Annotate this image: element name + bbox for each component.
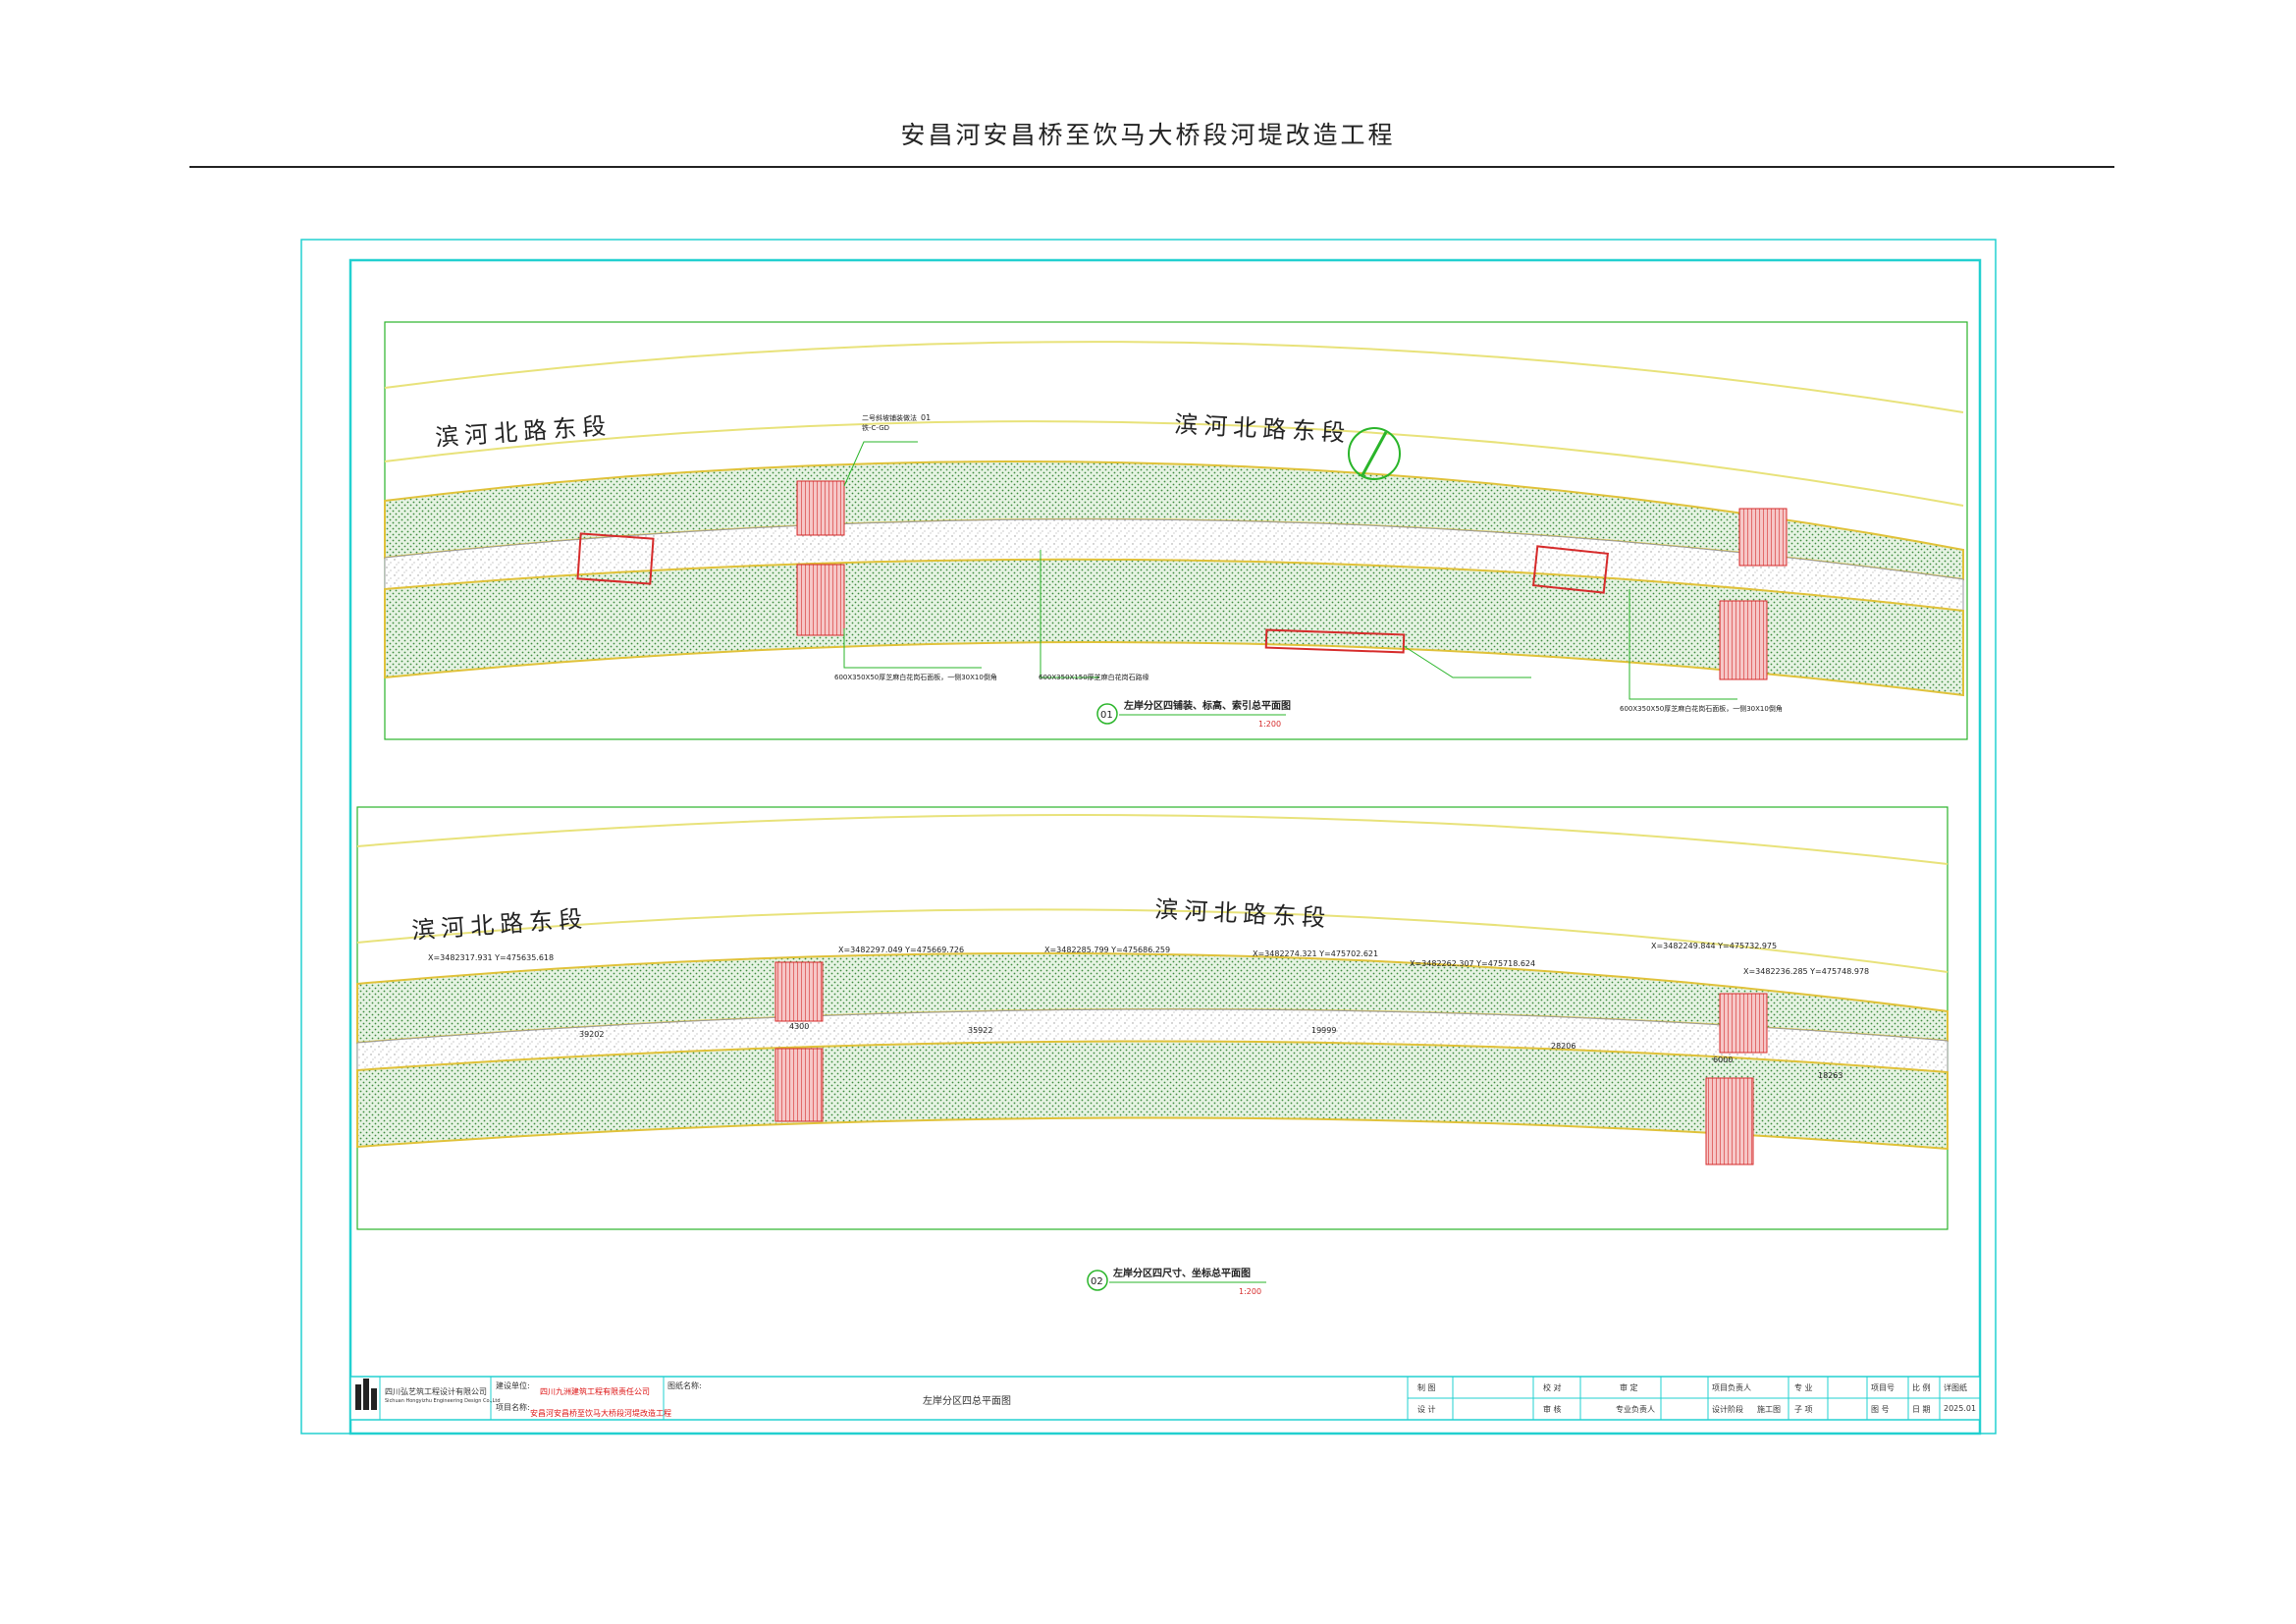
plan2-coord-5: X=3482262.307 Y=475718.624 bbox=[1410, 959, 1535, 968]
stair-1-lower bbox=[796, 564, 845, 636]
project-name: 安昌河安昌桥至饮马大桥段河堤改造工程 bbox=[530, 1409, 671, 1418]
tb-label-drawing-no: 图 号 bbox=[1871, 1405, 1890, 1414]
stair-4-lower bbox=[1705, 1077, 1754, 1165]
plan1-note-bottom-2: 600X350X150厚芝麻白花岗石路缘 bbox=[1039, 673, 1149, 681]
plan1-note-detail: 铁-C-GD bbox=[862, 423, 889, 432]
stair-2-upper bbox=[1738, 508, 1788, 567]
plan1-caption-no: 01 bbox=[1100, 710, 1113, 721]
leader-1 bbox=[843, 628, 982, 669]
plan1-note-top: 二号斜坡铺装做法 bbox=[862, 413, 917, 422]
tb-label-project-lead: 项目负责人 bbox=[1712, 1383, 1751, 1392]
company-name: 四川弘艺筑工程设计有限公司 bbox=[385, 1387, 487, 1396]
plan1-note-ref: 01 bbox=[921, 413, 931, 422]
highlight-box-2 bbox=[1532, 545, 1609, 594]
plan2-caption: 左岸分区四尺寸、坐标总平面图 bbox=[1112, 1267, 1251, 1279]
plan2-dim-7: 6000 bbox=[1713, 1056, 1733, 1064]
company-logo bbox=[355, 1379, 377, 1410]
plan2-dim-1: 39202 bbox=[579, 1030, 604, 1039]
tb-label-draft: 制 图 bbox=[1417, 1383, 1436, 1392]
plan2-coord-4: X=3482274.321 Y=475702.621 bbox=[1253, 949, 1378, 958]
plan2-coord-6: X=3482249.844 Y=475732.975 bbox=[1651, 942, 1777, 950]
tb-label-discipline: 专 业 bbox=[1794, 1383, 1813, 1392]
tb-stage-value: 施工图 bbox=[1757, 1405, 1781, 1414]
client-label: 建设单位: bbox=[496, 1381, 530, 1390]
plan1-caption-scale: 1:200 bbox=[1258, 720, 1281, 729]
plan2-road-label-right: 滨河北路东段 bbox=[1154, 895, 1332, 932]
plan2-coord-7: X=3482236.285 Y=475748.978 bbox=[1743, 967, 1869, 976]
plan2-caption-no: 02 bbox=[1091, 1276, 1103, 1287]
drawing-name: 左岸分区四总平面图 bbox=[923, 1396, 1011, 1407]
tb-label-check: 校 对 bbox=[1543, 1383, 1562, 1392]
header-rule bbox=[189, 166, 2114, 168]
tb-label-design: 设 计 bbox=[1417, 1405, 1436, 1414]
road-edge-top-2 bbox=[356, 814, 1949, 865]
north-arrow-icon bbox=[1348, 427, 1401, 480]
inner-frame bbox=[348, 258, 1982, 1435]
plan2-road-label-left: 滨河北路东段 bbox=[410, 904, 589, 944]
leader-3 bbox=[1403, 645, 1531, 678]
plan2-dim-4: 28206 bbox=[1551, 1042, 1575, 1051]
company-name-en: Sichuan Hongyizhu Engineering Design Co.… bbox=[385, 1398, 501, 1404]
plan1-caption: 左岸分区四铺装、标高、索引总平面图 bbox=[1123, 699, 1291, 712]
stair-1-upper bbox=[796, 480, 845, 536]
stair-3-lower bbox=[774, 1048, 824, 1122]
drawing-label: 图纸名称: bbox=[667, 1381, 702, 1390]
plan2-dim-2: 35922 bbox=[968, 1026, 992, 1035]
plan1-note-bottom-1: 600X350X50厚芝麻白花岗石面板，一侧30X10倒角 bbox=[834, 673, 997, 681]
plan1-note-bottom-3: 600X350X50厚芝麻白花岗石面板，一侧30X10倒角 bbox=[1620, 704, 1783, 713]
road-edge-top bbox=[384, 341, 1964, 413]
planting-band-lower bbox=[384, 558, 1964, 697]
tb-scale-value: 详图纸 bbox=[1944, 1383, 1967, 1392]
tb-label-project-no: 项目号 bbox=[1871, 1383, 1895, 1392]
project-label: 项目名称: bbox=[496, 1403, 530, 1412]
plan2-coord-3: X=3482285.799 Y=475686.259 bbox=[1044, 946, 1170, 954]
leader-2 bbox=[1040, 550, 1099, 678]
tb-label-date: 日 期 bbox=[1912, 1405, 1931, 1414]
planting-band-lower-2 bbox=[356, 1040, 1949, 1151]
plan2-caption-scale: 1:200 bbox=[1239, 1287, 1261, 1296]
tb-label-subitem: 子 项 bbox=[1794, 1405, 1813, 1414]
title-block bbox=[349, 1376, 1981, 1421]
tb-label-approve: 审 定 bbox=[1620, 1383, 1638, 1392]
stair-4-upper bbox=[1719, 993, 1768, 1054]
document-title: 安昌河安昌桥至饮马大桥段河堤改造工程 bbox=[900, 121, 1396, 149]
road-edge-mid bbox=[384, 420, 1964, 507]
plan-02: 滨河北路东段 滨河北路东段 X=3482317.931 Y=475635.618… bbox=[356, 806, 1949, 1296]
tb-date-value: 2025.01 bbox=[1944, 1404, 1977, 1413]
plan2-dim-5: 18263 bbox=[1818, 1071, 1842, 1080]
tb-label-scale: 比 例 bbox=[1912, 1383, 1931, 1392]
plan2-coord-2: X=3482297.049 Y=475669.726 bbox=[838, 946, 964, 954]
plan1-caption-circle bbox=[1096, 703, 1118, 725]
leader-4 bbox=[1629, 589, 1737, 700]
highlight-box-1 bbox=[576, 532, 655, 585]
client-name: 四川九洲建筑工程有限责任公司 bbox=[540, 1387, 650, 1396]
tb-label-stage: 设计阶段 bbox=[1712, 1405, 1743, 1414]
plan-01: 滨河北路东段 滨河北路东段 二号斜坡铺装做法 01 铁-C-GD 600X350… bbox=[384, 321, 1968, 740]
road-edge-mid-2 bbox=[356, 908, 1949, 973]
plan2-caption-circle bbox=[1087, 1270, 1108, 1291]
tb-label-review: 审 核 bbox=[1543, 1405, 1562, 1414]
plan2-dim-6: 4300 bbox=[789, 1022, 809, 1031]
plan1-road-label-right: 滨河北路东段 bbox=[1174, 410, 1352, 447]
stair-2-lower bbox=[1719, 600, 1768, 680]
leader-5 bbox=[843, 441, 918, 487]
plan2-coord-1: X=3482317.931 Y=475635.618 bbox=[428, 953, 554, 962]
tb-label-discipline-lead: 专业负责人 bbox=[1616, 1405, 1655, 1414]
plan2-dim-3: 19999 bbox=[1311, 1026, 1336, 1035]
stair-3-upper bbox=[774, 961, 824, 1022]
highlight-box-3 bbox=[1264, 628, 1406, 654]
